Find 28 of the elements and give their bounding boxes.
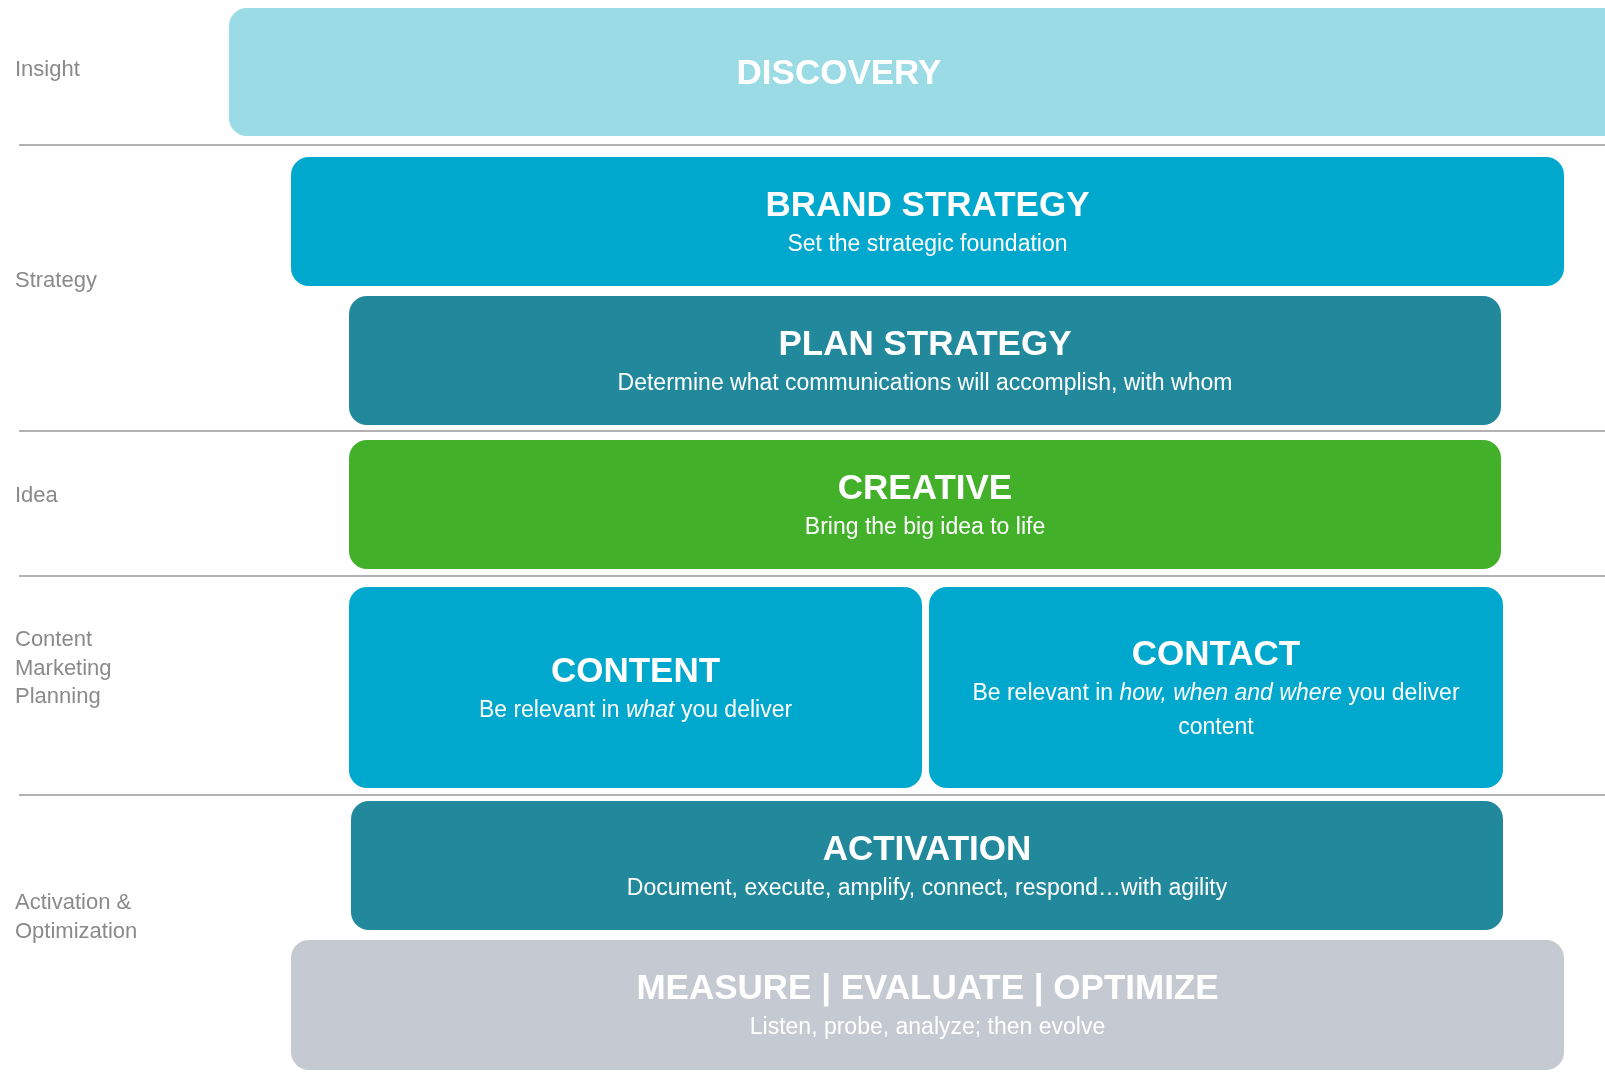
- row-label: Strategy: [15, 266, 98, 294]
- stage-title: BRAND STRATEGY: [765, 182, 1090, 225]
- stage-description: Listen, probe, analyze; then evolve: [749, 1012, 1106, 1042]
- stage-box: [929, 587, 1503, 788]
- row-label: Insight: [15, 55, 81, 83]
- stage-title: ACTIVATION: [822, 826, 1032, 869]
- stage-title: CREATIVE: [837, 465, 1013, 508]
- stage-title: MEASURE | EVALUATE | OPTIMIZE: [636, 966, 1219, 1009]
- stage-box: [229, 8, 1605, 136]
- stage-title: PLAN STRATEGY: [778, 321, 1072, 364]
- stage-description: Be relevant in how, when and where you deliver content: [971, 678, 1461, 741]
- stage-box: [351, 801, 1503, 930]
- stage-box: [291, 157, 1564, 286]
- stage-description: Bring the big idea to life: [804, 511, 1046, 541]
- stage-title: CONTACT: [1131, 632, 1301, 675]
- stage-title: CONTENT: [550, 648, 721, 691]
- row-label: Idea: [15, 481, 59, 509]
- stage-box: [291, 940, 1564, 1070]
- stage-description: Be relevant in what you deliver: [478, 694, 793, 724]
- row-label: Activation & Optimization: [15, 888, 139, 945]
- stage-box: [349, 440, 1501, 569]
- stage-description: Determine what communications will accomplish, with whom: [617, 367, 1233, 397]
- stage-description: Document, execute, amplify, connect, respond…with agility: [626, 872, 1228, 902]
- stage-title: DISCOVERY: [736, 51, 942, 93]
- row-label: Content Marketing Planning: [15, 625, 113, 711]
- stage-description: Set the strategic foundation: [787, 228, 1068, 258]
- stage-box: [349, 296, 1501, 425]
- stage-box: [349, 587, 922, 788]
